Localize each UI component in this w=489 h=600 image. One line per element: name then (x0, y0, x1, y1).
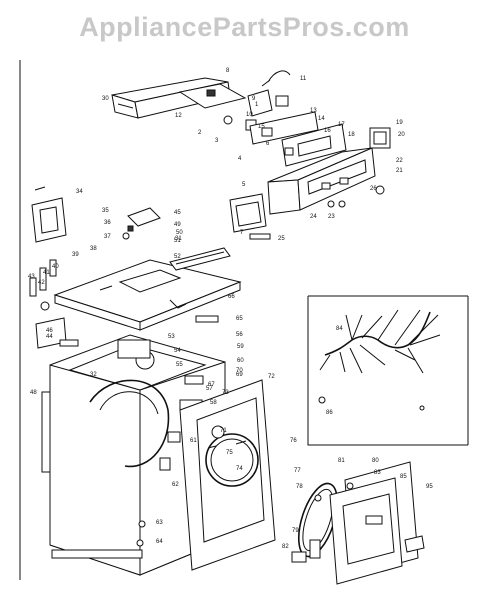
part-label: 31 (175, 236, 182, 242)
part-label: 1 (255, 102, 259, 108)
part-label: 39 (72, 252, 79, 258)
part-label: 51 (174, 238, 181, 244)
part-label: 10 (246, 112, 253, 118)
part-label: 46 (46, 328, 53, 334)
control-bracket (178, 70, 291, 131)
part-label: 69 (236, 372, 243, 378)
part-label: 62 (172, 482, 179, 488)
timer-knob-bracket (229, 193, 346, 240)
part-label: 17 (338, 122, 345, 128)
part-label: 35 (102, 208, 109, 214)
part-label: 3 (215, 138, 219, 144)
part-label: 18 (348, 132, 355, 138)
control-panel-right (267, 127, 391, 215)
part-label: 30 (102, 96, 109, 102)
part-label: 58 (210, 400, 217, 406)
left-small-parts (29, 259, 79, 349)
part-label: 48 (30, 390, 37, 396)
part-label: 54 (174, 348, 181, 354)
top-cover (53, 259, 242, 331)
part-label: 5 (242, 182, 246, 188)
part-label: 61 (190, 438, 197, 444)
part-label: 72 (268, 374, 275, 380)
part-label: 25 (278, 236, 285, 242)
part-label: 6 (266, 141, 270, 147)
part-label: 9 (252, 96, 256, 102)
part-label: 73 (222, 390, 229, 396)
part-label: 4 (238, 156, 242, 162)
part-label: 20 (398, 132, 405, 138)
part-label: 71 (220, 428, 227, 434)
part-label: 26 (370, 186, 377, 192)
part-label: 80 (372, 458, 379, 464)
part-label: 2 (198, 130, 202, 136)
part-label: 84 (336, 326, 343, 332)
part-label: 37 (104, 234, 111, 240)
part-label: 43 (28, 274, 35, 280)
part-number-labels: 1 2 3 4 5 6 7 8 9 10 11 12 13 14 15 16 1… (28, 68, 433, 550)
part-label: 16 (324, 128, 331, 134)
part-label: 63 (156, 520, 163, 526)
part-label: 64 (156, 539, 163, 545)
part-label: 14 (318, 116, 325, 122)
part-label: 75 (226, 450, 233, 456)
part-label: 40 (52, 264, 59, 270)
part-label: 82 (282, 544, 289, 550)
part-label: 11 (300, 76, 307, 82)
part-label: 19 (396, 120, 403, 126)
part-label: 55 (176, 362, 183, 368)
part-label: 66 (228, 294, 235, 300)
part-label: 42 (38, 280, 45, 286)
part-label: 76 (290, 438, 297, 444)
part-label: 60 (237, 358, 244, 364)
part-label: 53 (168, 334, 175, 340)
part-label: 83 (374, 470, 381, 476)
part-label: 8 (226, 68, 230, 74)
part-label: 52 (174, 254, 181, 260)
part-label: 81 (338, 458, 345, 464)
part-label: 23 (328, 214, 335, 220)
part-label: 95 (426, 484, 433, 490)
part-label: 67 (208, 382, 215, 388)
part-label: 7 (240, 230, 244, 236)
part-label: 12 (175, 113, 182, 119)
part-label: 86 (326, 410, 333, 416)
part-label: 38 (90, 246, 97, 252)
part-label: 85 (400, 474, 407, 480)
part-label: 34 (76, 189, 83, 195)
part-label: 44 (46, 334, 53, 340)
part-label: 78 (296, 484, 303, 490)
part-label: 15 (258, 124, 265, 130)
part-label: 21 (396, 168, 403, 174)
part-label: 50 (176, 230, 183, 236)
part-label: 74 (236, 466, 243, 472)
part-label: 77 (294, 468, 301, 474)
top-parts-35-52 (122, 207, 231, 323)
part-label: 36 (104, 220, 111, 226)
door-assembly (291, 461, 425, 585)
part-label: 79 (292, 528, 299, 534)
part-label: 59 (237, 344, 244, 350)
control-panel-frame (249, 111, 347, 167)
part-label: 45 (174, 210, 181, 216)
part-label: 56 (236, 332, 243, 338)
part-label: 65 (236, 316, 243, 322)
part-label: 70 (236, 368, 243, 374)
wiring-harness-inset (307, 295, 469, 446)
watermark-logo: AppliancePartsPros.com (79, 12, 410, 42)
left-bracket-34 (31, 186, 67, 243)
part-label: 24 (310, 214, 317, 220)
part-label: 13 (310, 108, 317, 114)
front-panel (179, 379, 276, 571)
part-label: 32 (90, 372, 97, 378)
part-label: 57 (206, 386, 213, 392)
part-label: 22 (396, 158, 403, 164)
part-label: 49 (174, 222, 181, 228)
part-label: 41 (43, 270, 50, 276)
